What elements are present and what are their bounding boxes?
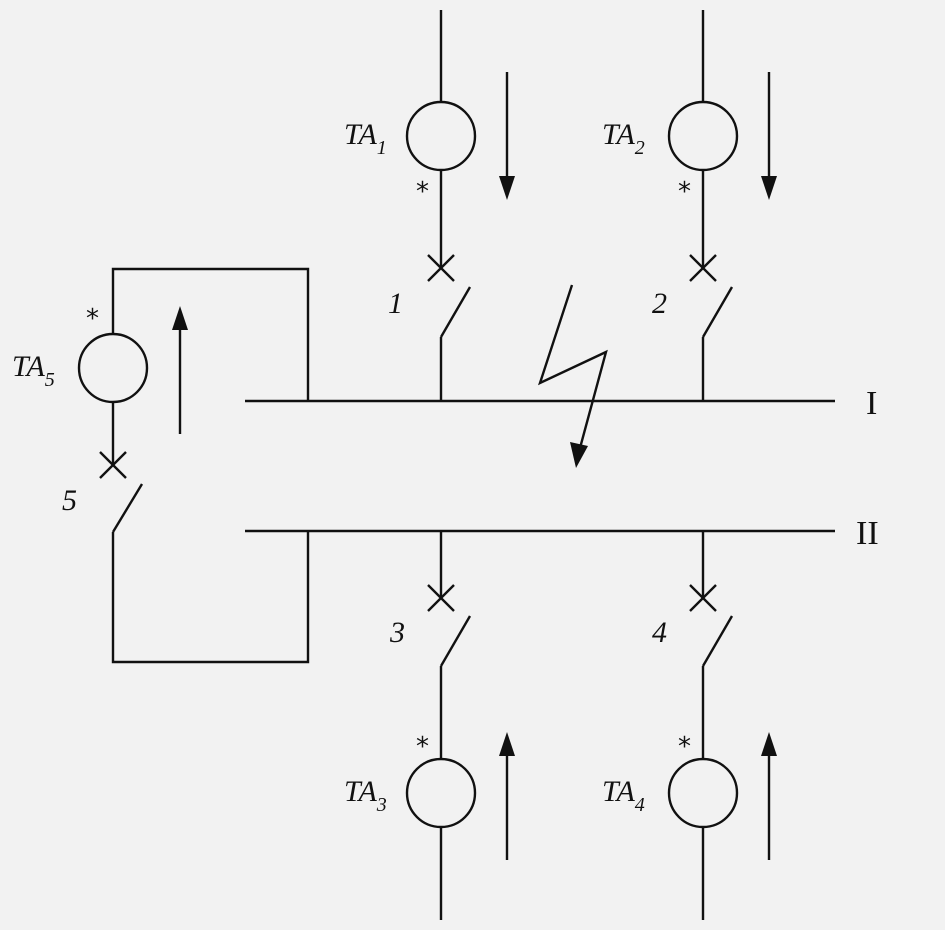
breaker-2-label: 2 (652, 287, 667, 320)
fault-zigzag (537, 284, 608, 449)
ct-ta2-symbol (667, 100, 739, 172)
fault-symbol (537, 284, 608, 468)
ct-ta4-symbol (667, 757, 739, 829)
bus-i-label: I (866, 385, 877, 422)
current-arrow-3-head (499, 732, 515, 756)
current-arrow-5-head (172, 306, 188, 330)
bus-ii-label: II (856, 515, 879, 552)
breaker-4-cross-b (689, 584, 717, 612)
ct-ta1-label: TA1 (344, 118, 387, 159)
current-arrow-2-head (761, 176, 777, 200)
ct-ta5-label: TA5 (12, 350, 55, 391)
polarity-mark-ta5: * (86, 304, 99, 334)
ct-ta4-label: TA4 (602, 775, 645, 816)
breaker-4-blade (701, 615, 734, 667)
polarity-mark-ta3: * (416, 732, 429, 762)
ct-ta3-symbol (405, 757, 477, 829)
polarity-mark-ta1: * (416, 177, 429, 207)
breaker-2-blade (701, 286, 734, 338)
current-arrow-1-head (499, 176, 515, 200)
bus-coupler: TA5 * 5 (12, 267, 310, 664)
ct-ta2-label: TA2 (602, 118, 645, 159)
ct-ta5-symbol (77, 332, 149, 404)
breaker-1-label: 1 (388, 287, 403, 320)
breaker-3-label: 3 (389, 616, 405, 649)
ct-ta1-symbol (405, 100, 477, 172)
breaker-5-blade (111, 483, 144, 533)
feeder-4: TA4 * 4 (602, 531, 777, 920)
coupler-loop-top (111, 267, 310, 401)
current-arrow-4-head (761, 732, 777, 756)
feeder-1: TA1 * 1 (344, 10, 515, 401)
fault-arrow-head (570, 442, 588, 468)
breaker-4-label: 4 (652, 616, 667, 649)
breaker-1-blade (439, 286, 472, 338)
breaker-5-label: 5 (62, 484, 77, 517)
breaker-3-cross-b (427, 584, 455, 612)
polarity-mark-ta4: * (678, 732, 691, 762)
feeder-2: TA2 * 2 (602, 10, 777, 401)
feeder-3: TA3 * 3 (344, 531, 515, 920)
breaker-1-cross-b (427, 254, 455, 282)
ct-ta3-label: TA3 (344, 775, 387, 816)
breaker-3-blade (439, 615, 472, 667)
breaker-2-cross-b (689, 254, 717, 282)
coupler-loop-bottom (111, 531, 310, 664)
breaker-5-cross-b (99, 451, 127, 479)
polarity-mark-ta2: * (678, 177, 691, 207)
